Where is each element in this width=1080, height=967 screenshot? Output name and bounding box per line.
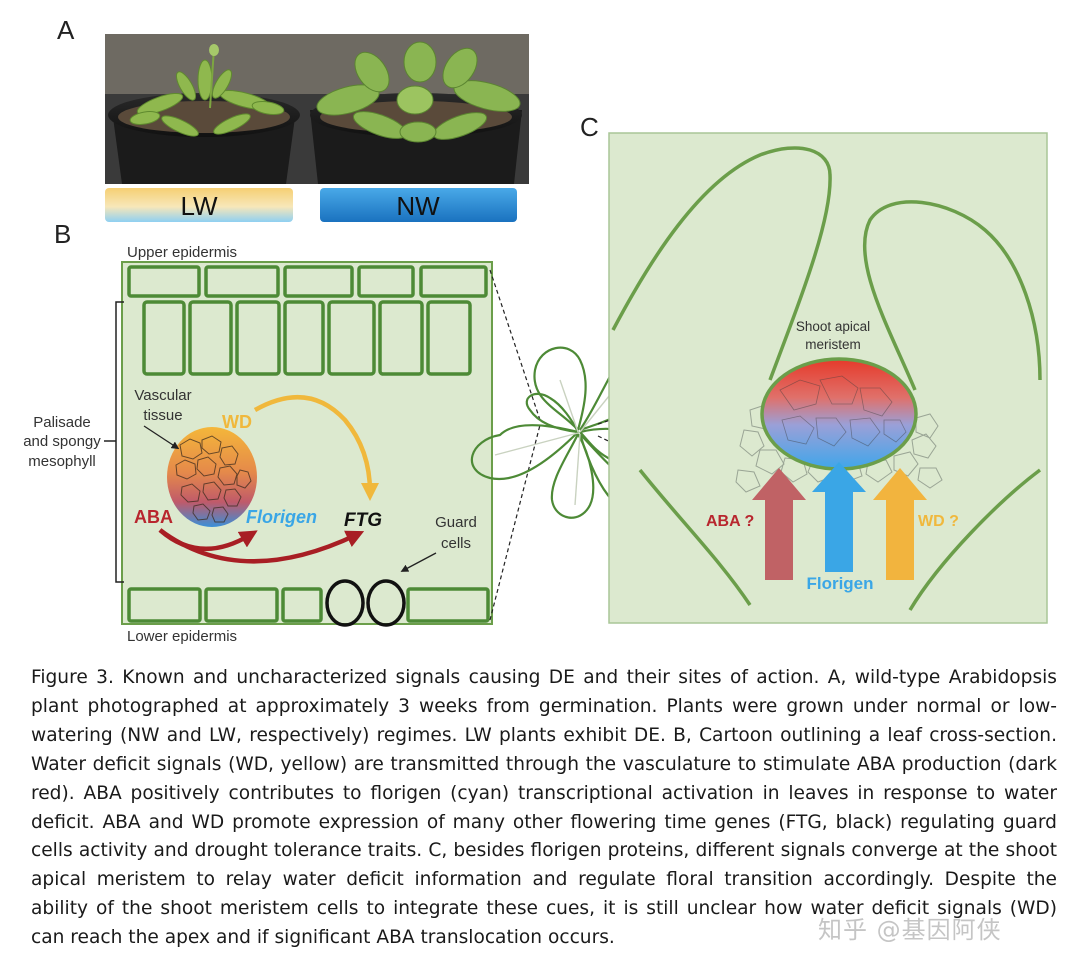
panel-a: A xyxy=(57,15,529,222)
meristem-label-2: meristem xyxy=(805,337,861,352)
ftg-label: FTG xyxy=(344,510,382,531)
figure-3: A xyxy=(23,15,1048,645)
wd-label: WD xyxy=(222,412,252,432)
guard-cells xyxy=(325,579,406,627)
zoom-lines-b xyxy=(489,269,541,621)
vascular-cells xyxy=(175,435,252,523)
palisade-cells xyxy=(142,300,472,376)
nw-bar xyxy=(320,188,517,222)
wd-arrow xyxy=(253,394,379,501)
vascular-label-1: Vascular xyxy=(134,387,191,404)
guard-cells-label-2: cells xyxy=(441,535,471,552)
wd-question-label: WD ? xyxy=(918,513,959,530)
leaf-cross-section xyxy=(121,261,493,625)
leaf-primordia-outlines xyxy=(611,146,1042,611)
aba-question-label: ABA ? xyxy=(706,513,754,530)
aba-arrow xyxy=(752,468,806,580)
lower-epidermis-cells xyxy=(127,587,490,623)
mesophyll-label-2: and spongy xyxy=(23,433,101,450)
panel-c-letter: C xyxy=(580,112,599,142)
aba-label: ABA xyxy=(134,507,173,527)
shoot-apical-meristem xyxy=(760,357,918,471)
panel-b-letter: B xyxy=(54,219,71,249)
lower-epidermis-label: Lower epidermis xyxy=(127,628,237,645)
aba-to-ftg-arrow xyxy=(158,528,365,564)
panel-b: B Upper epidermis xyxy=(23,219,493,645)
watermark: 知乎 @基因阿侠 xyxy=(818,916,1002,944)
nw-label: NW xyxy=(396,191,440,221)
lw-label: LW xyxy=(180,191,218,221)
plant-photo xyxy=(105,34,529,184)
mesophyll-bracket xyxy=(115,301,124,583)
vascular-tissue xyxy=(167,427,257,527)
figure-caption: Figure 3. Known and uncharacterized sign… xyxy=(31,667,1057,949)
lw-bar xyxy=(105,188,293,222)
panel-c: C xyxy=(580,112,1048,624)
mesophyll-label-3: mesophyll xyxy=(28,453,96,470)
florigen-arrow xyxy=(812,462,866,572)
upper-epidermis-label: Upper epidermis xyxy=(127,244,237,261)
florigen-label: Florigen xyxy=(246,507,317,527)
upper-epidermis-cells xyxy=(127,265,488,298)
meristem-label-1: Shoot apical xyxy=(796,319,870,334)
guard-cells-label-1: Guard xyxy=(435,514,477,531)
wd-arrow-c xyxy=(873,468,927,580)
vascular-label-2: tissue xyxy=(143,407,182,424)
mesophyll-label-1: Palisade xyxy=(33,414,91,431)
florigen-c-label: Florigen xyxy=(806,574,873,593)
panel-a-letter: A xyxy=(57,15,75,45)
